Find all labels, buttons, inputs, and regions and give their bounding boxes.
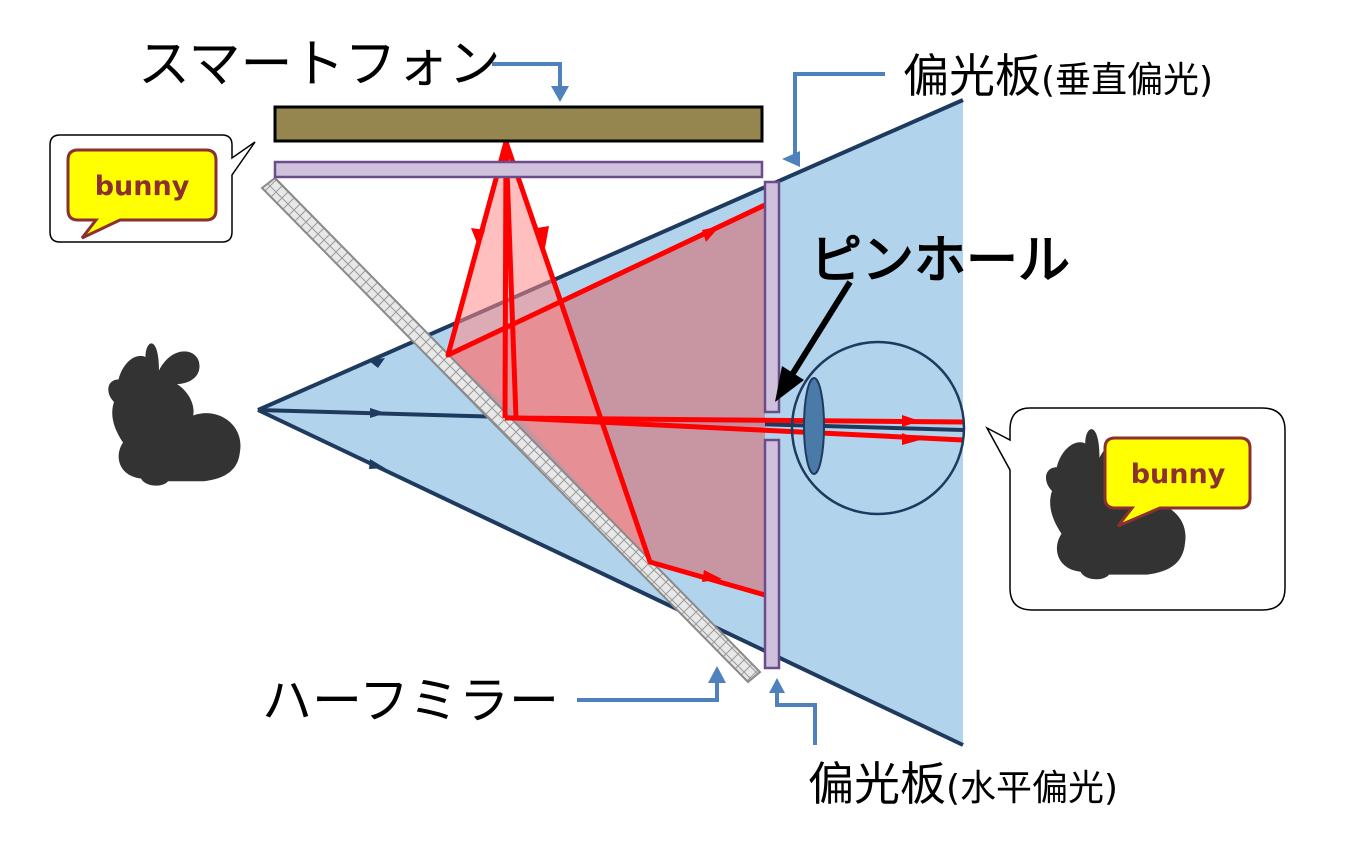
ray-arrowhead	[369, 459, 385, 469]
polarizer-vertical-note: (垂直偏光)	[1041, 60, 1213, 101]
bunny-silhouette-icon	[108, 343, 241, 486]
polarizer-horizontal-upper	[763, 180, 781, 414]
ray-arrowhead	[370, 408, 386, 418]
ray-arrowhead	[537, 226, 549, 248]
ray-arrowhead	[471, 228, 485, 248]
leader-arrowhead	[769, 678, 785, 693]
polarizer-horizontal-lower	[763, 438, 781, 670]
ray-arrowhead	[702, 226, 720, 242]
right-bubble-text: bunny	[1131, 459, 1226, 490]
reflected-ray-fan	[448, 140, 650, 562]
ray-arrowhead	[368, 358, 385, 368]
virtual-image-region	[448, 205, 765, 595]
smartphone-leader	[492, 62, 562, 86]
ray-arrowhead	[702, 570, 722, 582]
polarizer-vertical-leader	[793, 72, 885, 155]
leader-arrowhead	[708, 666, 726, 683]
smartphone	[273, 105, 764, 143]
left-speech-bubble: bunny	[49, 134, 256, 243]
pinhole-label: ピンホール	[810, 231, 1070, 291]
right-speech-bubble: bunny	[985, 407, 1286, 611]
polarizer-horizontal-leader	[775, 692, 817, 745]
polarizer-horizontal-note: (水平偏光)	[946, 768, 1118, 809]
leader-arrowhead	[551, 86, 569, 102]
eye-icon	[790, 340, 966, 516]
smartphone-label: スマートフォン	[138, 35, 500, 95]
ray-arrowhead	[902, 415, 920, 427]
half-mirror-label: ハーフミラー	[262, 672, 559, 730]
pinhole-pointer	[787, 280, 853, 380]
polarizer-horizontal-main: 偏光板	[808, 757, 946, 811]
half-mirror-leader	[577, 680, 719, 702]
leader-arrowhead	[782, 151, 800, 167]
image-rays	[445, 141, 964, 598]
left-bubble-text: bunny	[95, 171, 190, 202]
half-mirror	[260, 176, 762, 684]
polarizer-vertical-main: 偏光板	[903, 49, 1041, 103]
polarizer-vertical-label: 偏光板(垂直偏光)	[903, 49, 1213, 103]
polarizer-horizontal-label: 偏光板(水平偏光)	[808, 757, 1118, 811]
pinhole-pointer-head	[775, 366, 804, 402]
ray-arrowhead	[902, 433, 920, 445]
polarizer-vertical	[273, 160, 764, 179]
cone-edge-upper	[257, 98, 964, 412]
